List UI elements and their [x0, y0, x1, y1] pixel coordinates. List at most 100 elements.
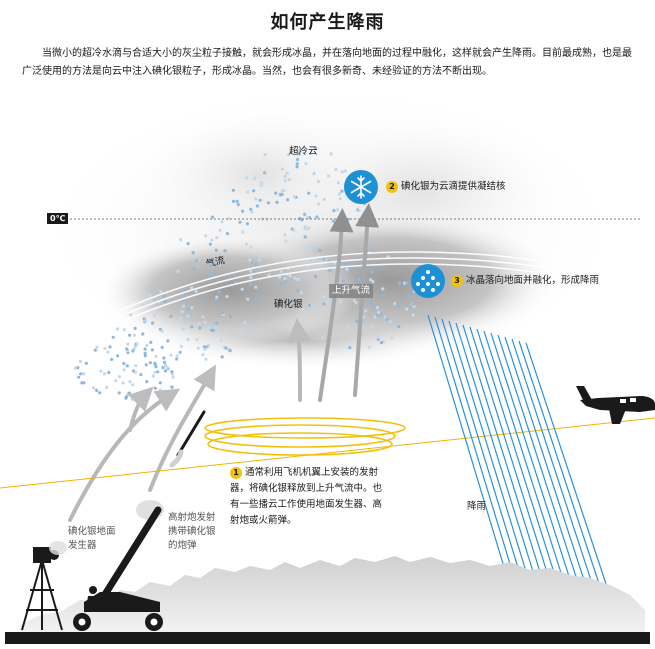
particle-dot	[195, 259, 198, 262]
particle-dot	[85, 362, 88, 365]
supercooled-cloud-label: 超冷云	[289, 145, 318, 159]
particle-dot	[260, 184, 263, 187]
particle-dot	[95, 346, 98, 349]
particle-dot	[348, 346, 351, 349]
particle-dot	[190, 306, 193, 309]
particle-dot	[336, 208, 339, 211]
step-3-callout: 3冰晶落向地面并融化，形成降雨	[451, 274, 599, 289]
particle-dot	[182, 305, 185, 308]
particle-dot	[145, 344, 148, 347]
particle-dot	[249, 283, 252, 286]
particle-dot	[121, 381, 124, 384]
particle-dot	[307, 246, 310, 249]
particle-dot	[341, 170, 344, 173]
particle-dot	[283, 277, 286, 280]
particle-dot	[118, 375, 121, 378]
particle-dot	[355, 301, 358, 304]
particle-dot	[284, 240, 287, 243]
particle-dot	[128, 334, 131, 337]
particle-dot	[406, 281, 409, 284]
particle-dot	[371, 280, 374, 283]
particle-dot	[407, 295, 410, 298]
particle-dot	[307, 227, 310, 230]
particle-dot	[215, 236, 218, 239]
particle-dot	[175, 357, 178, 360]
particle-dot	[220, 339, 223, 342]
particle-dot	[152, 375, 155, 378]
rain-label: 降雨	[467, 500, 486, 514]
particle-dot	[309, 249, 312, 252]
particle-dot	[342, 279, 345, 282]
particle-dot	[369, 301, 372, 304]
particle-dot	[74, 367, 77, 370]
particle-dot	[385, 318, 388, 321]
particle-dot	[338, 192, 341, 195]
particle-dot	[204, 321, 207, 324]
particle-dot	[134, 364, 137, 367]
particle-dot	[307, 192, 310, 195]
particle-dot	[171, 386, 174, 389]
step-2-callout: 2碘化银为云滴提供凝结核	[386, 180, 506, 195]
particle-dot	[257, 296, 260, 299]
particle-dot	[155, 355, 158, 358]
particle-dot	[245, 243, 248, 246]
particle-dot	[179, 322, 182, 325]
particle-dot	[161, 366, 164, 369]
particle-dot	[94, 349, 97, 352]
particle-dot	[153, 371, 156, 374]
particle-dot	[124, 397, 127, 400]
particle-dot	[389, 320, 392, 323]
particle-dot	[221, 355, 224, 358]
particle-dot	[253, 301, 256, 304]
particle-dot	[77, 376, 80, 379]
step-1-number: 1	[230, 467, 242, 479]
particle-dot	[169, 315, 172, 318]
particle-dot	[283, 233, 286, 236]
particle-dot	[339, 197, 342, 200]
particle-dot	[126, 364, 129, 367]
particle-dot	[339, 300, 342, 303]
particle-dot	[179, 238, 182, 241]
particle-dot	[286, 172, 289, 175]
particle-dot	[380, 313, 383, 316]
particle-dot	[334, 168, 337, 171]
particle-dot	[221, 311, 224, 314]
particle-dot	[286, 198, 289, 201]
particle-dot	[284, 179, 287, 182]
particle-dot	[364, 309, 367, 312]
particle-dot	[226, 232, 229, 235]
particle-dot	[128, 380, 131, 383]
particle-dot	[246, 222, 249, 225]
particle-dot	[156, 370, 159, 373]
ground-generator-label: 碘化银地面 发生器	[68, 525, 116, 553]
particle-dot	[187, 338, 190, 341]
particle-dot	[154, 387, 157, 390]
particle-dot	[397, 325, 400, 328]
particle-dot	[376, 336, 379, 339]
particle-dot	[151, 348, 154, 351]
particle-dot	[296, 289, 299, 292]
particle-dot	[99, 370, 102, 373]
particle-dot	[125, 347, 128, 350]
silver-iodide-label: 碘化银	[274, 298, 303, 312]
particle-dot	[318, 249, 321, 252]
particle-dot	[139, 373, 142, 376]
particle-dot	[169, 354, 172, 357]
particle-dot	[212, 329, 215, 332]
water-droplets-icon	[411, 264, 445, 298]
particle-dot	[187, 308, 190, 311]
particle-dot	[373, 315, 376, 318]
particle-dot	[80, 381, 83, 384]
particle-dot	[314, 194, 317, 197]
particle-dot	[267, 201, 270, 204]
particle-dot	[316, 244, 319, 247]
particle-dot	[108, 345, 111, 348]
particle-dot	[332, 220, 335, 223]
particle-dot	[79, 372, 82, 375]
particle-dot	[223, 249, 226, 252]
artillery-label: 高射炮发射 携带碘化银 的炮弹	[168, 511, 216, 553]
particle-dot	[345, 263, 348, 266]
particle-dot	[201, 353, 204, 356]
particle-dot	[236, 200, 239, 203]
particle-dot	[229, 315, 232, 318]
